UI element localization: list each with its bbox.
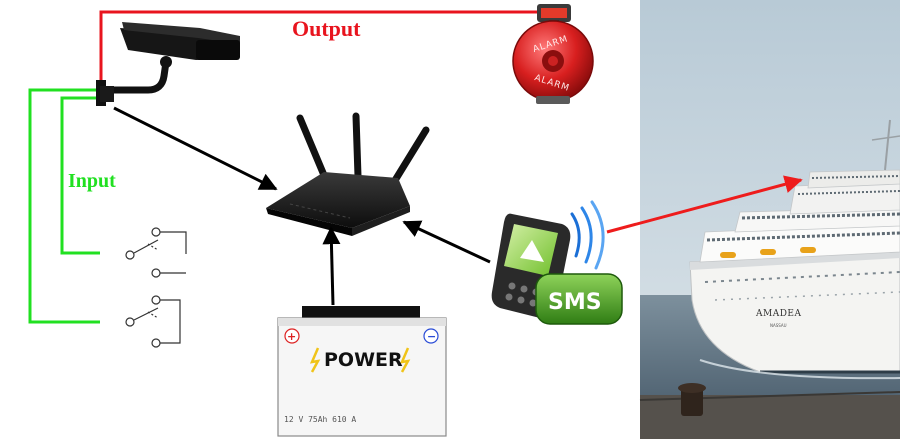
sms-badge: SMS xyxy=(535,273,623,325)
arrow-phone-to-ship xyxy=(606,175,803,234)
bollard xyxy=(678,383,706,416)
ship-port: NASSAU xyxy=(770,323,787,328)
switch-contacts-icon xyxy=(125,227,187,348)
output-wire xyxy=(99,10,540,90)
battery-spec: 12 V 75Ah 610 A xyxy=(284,415,356,424)
battery-title: POWER xyxy=(324,349,403,371)
wifi-router-icon xyxy=(266,112,430,236)
sms-label: SMS xyxy=(548,290,602,315)
minus-terminal: − xyxy=(427,330,436,343)
arrow-camera-to-router xyxy=(113,106,278,191)
alarm-bell-icon: ALARM ALARM xyxy=(512,4,594,104)
signal-waves-icon xyxy=(570,200,605,270)
battery-icon: + − POWER 12 V 75Ah 610 A xyxy=(277,306,447,437)
ship-name: AMADEA xyxy=(755,309,802,319)
input-label: Input xyxy=(68,170,116,192)
quay xyxy=(640,395,900,439)
input-wires xyxy=(28,88,101,324)
output-label: Output xyxy=(292,16,361,41)
ship-photo: AMADEA NASSAU xyxy=(639,0,900,439)
arrow-battery-to-router xyxy=(322,226,341,306)
arrow-phone-to-router xyxy=(402,220,491,264)
security-camera-icon xyxy=(96,22,240,106)
plus-terminal: + xyxy=(287,330,296,343)
ship xyxy=(689,119,900,380)
connection-arrows xyxy=(113,106,803,306)
